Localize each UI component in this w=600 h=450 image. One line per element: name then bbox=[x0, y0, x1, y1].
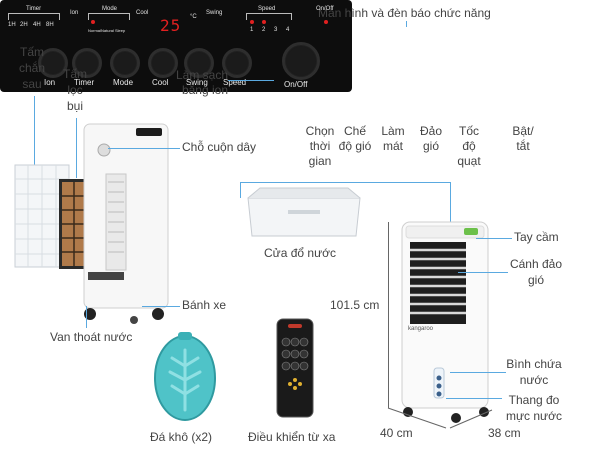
handle-pointer bbox=[476, 238, 512, 239]
remote-image bbox=[276, 318, 314, 418]
louver-pointer bbox=[458, 272, 508, 273]
onoff-indicator-label: On/Off bbox=[316, 6, 334, 12]
cord-holder-pointer bbox=[108, 148, 180, 149]
celsius-unit: °C bbox=[190, 14, 197, 20]
dimension-width: 40 cm bbox=[380, 426, 413, 440]
label-drain-valve: Van thoát nước bbox=[50, 330, 133, 344]
cool-indicator-label: Cool bbox=[136, 10, 149, 16]
desc-speed: Tốc độ quạt bbox=[457, 124, 481, 168]
label-ice-pack: Đá khô (x2) bbox=[150, 430, 213, 444]
water-gauge-pointer bbox=[446, 398, 502, 399]
timer-button-label: Timer bbox=[74, 78, 95, 87]
ice-pack-image bbox=[154, 332, 216, 421]
swing-indicator-label: Swing bbox=[206, 10, 223, 16]
desc-swing: Đảo gió bbox=[419, 124, 442, 153]
speed-bracket bbox=[246, 13, 292, 20]
label-handle: Tay cầm bbox=[514, 230, 559, 244]
speed-4: 4 bbox=[286, 27, 290, 33]
cool-button-label: Cool bbox=[152, 78, 169, 87]
timer-2h: 2H bbox=[20, 22, 28, 28]
desc-cool: Làm mát bbox=[381, 124, 405, 153]
speed-button[interactable] bbox=[222, 48, 252, 78]
timer-bracket bbox=[8, 13, 60, 20]
label-water-gauge: Thang đo mực nước bbox=[506, 393, 562, 423]
swing-button[interactable] bbox=[184, 48, 214, 78]
label-remote: Điều khiển từ xa bbox=[248, 430, 336, 444]
height-dimension-line bbox=[388, 222, 389, 408]
label-water-tank: Bình chứa nước bbox=[506, 357, 562, 387]
drain-valve-pointer bbox=[86, 306, 87, 328]
tray-bracket-right bbox=[450, 182, 451, 222]
panel-title: Màn hình và đèn báo chức năng bbox=[318, 6, 491, 20]
timer-1h: 1H bbox=[8, 22, 16, 28]
timer-8h: 8H bbox=[46, 22, 54, 28]
label-louver: Cánh đảo gió bbox=[509, 257, 563, 287]
desc-timer: Chọn thời gian bbox=[305, 124, 335, 168]
tray-bracket-top bbox=[240, 182, 450, 183]
speed-2: 2 bbox=[262, 27, 266, 33]
mode-indicator-label: Mode bbox=[102, 6, 118, 12]
speed-indicator-label: Speed bbox=[258, 6, 276, 12]
power-led bbox=[324, 20, 328, 24]
speed-3: 3 bbox=[274, 27, 278, 33]
mode-button[interactable] bbox=[110, 48, 140, 78]
ion-button[interactable] bbox=[38, 48, 68, 78]
timer-indicator-label: Timer bbox=[26, 6, 42, 12]
label-cord-holder: Chỗ cuộn dây bbox=[182, 140, 257, 154]
label-drain-tray: Cửa đổ nước bbox=[264, 246, 336, 260]
temperature-display: 25 bbox=[160, 16, 182, 35]
desc-mode: Chế độ gió bbox=[338, 124, 372, 153]
cool-button[interactable] bbox=[148, 48, 178, 78]
swing-button-label: Swing bbox=[186, 78, 208, 87]
cooler-front-image bbox=[401, 221, 489, 423]
mode-button-label: Mode bbox=[113, 78, 134, 87]
label-wheels: Bánh xe bbox=[182, 298, 227, 312]
ion-indicator-label: Ion bbox=[70, 10, 79, 16]
water-tank-pointer bbox=[450, 372, 506, 373]
control-panel: Timer 1H 2H 4H 8H Ion Mode Normal Natura… bbox=[0, 0, 352, 92]
onoff-button[interactable] bbox=[282, 42, 320, 80]
wheels-pointer bbox=[142, 306, 180, 307]
label-back-panel: Tấm chắn sau bbox=[18, 45, 46, 91]
base-dimension-lines bbox=[387, 407, 493, 429]
drain-tray-image bbox=[247, 187, 361, 237]
timer-4h: 4H bbox=[33, 22, 41, 28]
dimension-height: 101.5 cm bbox=[330, 298, 380, 312]
desc-ion: Làm sạch bằng ion bbox=[175, 68, 228, 97]
speed-led-1 bbox=[250, 20, 254, 24]
cooler-back-image bbox=[83, 123, 169, 324]
pointer-line bbox=[406, 21, 407, 27]
tray-bracket-left bbox=[240, 182, 241, 198]
mode-led bbox=[91, 20, 95, 24]
back-panel-pointer bbox=[34, 96, 35, 176]
mode-sleep: Sleep bbox=[115, 28, 126, 33]
timer-button[interactable] bbox=[72, 48, 102, 78]
speed-1: 1 bbox=[250, 27, 254, 33]
dimension-depth: 38 cm bbox=[488, 426, 521, 440]
onoff-button-label: On/Off bbox=[284, 80, 308, 89]
label-dust-filter: Tấm lọc bụi bbox=[63, 67, 87, 113]
ion-button-label: Ion bbox=[44, 78, 56, 87]
speed-button-label: Speed bbox=[223, 78, 247, 87]
mode-bracket bbox=[88, 13, 130, 20]
desc-onoff: Bật/ tắt bbox=[512, 124, 534, 153]
mode-natural: Natural bbox=[101, 28, 114, 33]
ion-pointer bbox=[228, 80, 274, 81]
brand-logo: kangaroo bbox=[408, 326, 434, 332]
dust-filter-pointer bbox=[76, 118, 77, 178]
speed-led-2 bbox=[262, 20, 266, 24]
mode-normal: Normal bbox=[88, 28, 101, 33]
